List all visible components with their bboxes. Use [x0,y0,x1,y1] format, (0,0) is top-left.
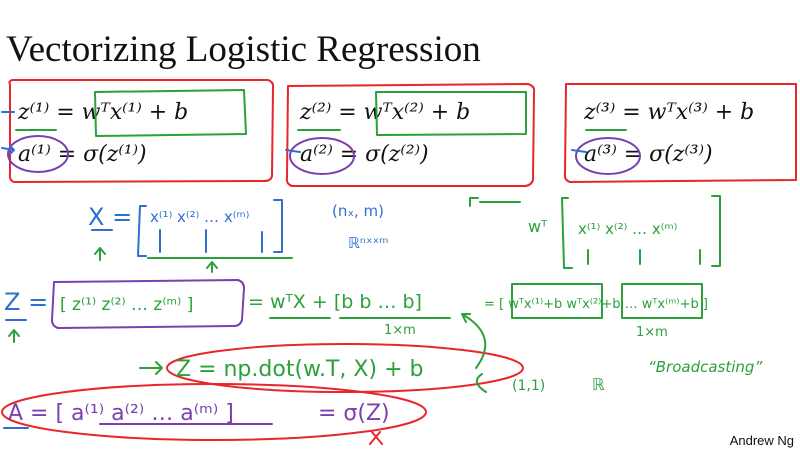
x-matrix-right-bracket [273,199,283,253]
purple-circle-a3 [575,137,641,175]
x-columns-label: x⁽¹⁾ x⁽²⁾ … x⁽ᵐ⁾ [150,208,249,226]
x-dim-label: (nₓ, m) [332,202,384,220]
red-box-1 [8,79,275,183]
equation-z3: z⁽³⁾ = wᵀx⁽³⁾ + b [584,100,755,125]
a-row-label: A = [ a⁽¹⁾ a⁽²⁾ … a⁽ᵐ⁾ ] [8,401,234,426]
z-def-label: Z = [4,288,48,316]
purple-circle-a2 [289,137,355,175]
author-credit: Andrew Ng [729,433,794,448]
z-eq-label: = wᵀX + [b b … b] [248,291,422,313]
z-row-label: [ z⁽¹⁾ z⁽²⁾ … z⁽ᵐ⁾ ] [60,295,193,315]
expand-dim-label: 1×m [636,325,668,340]
equation-z2: z⁽²⁾ = wᵀx⁽²⁾ + b [300,100,471,125]
b-space-label: ℝ [592,375,605,394]
red-box-3 [563,83,797,183]
b-dim-label: (1,1) [512,378,545,394]
z-row-purple-box [51,279,245,329]
z-dim-label: 1×m [384,323,416,338]
slide-title: Vectorizing Logistic Regression [6,29,481,70]
x-space-label: ℝⁿˣˣᵐ [348,234,389,252]
red-box-2 [285,83,536,187]
red-ellipse-a-row [1,383,427,441]
wt-columns-label: x⁽¹⁾ x⁽²⁾ … x⁽ᵐ⁾ [578,220,677,238]
broadcasting-label: “Broadcasting” [648,358,762,376]
green-box-2 [375,91,527,136]
wt-label: wᵀ [528,217,548,236]
z-expand-label: = [ wᵀx⁽¹⁾+b wᵀx⁽²⁾+b … wᵀx⁽ᵐ⁾+b ] [484,297,708,312]
equation-a3: a⁽³⁾ = σ(z⁽³⁾) [584,142,713,167]
x-def-label: X = [88,203,132,231]
np-dot-code: Z = np.dot(w.T, X) + b [176,357,423,382]
green-box-1 [94,89,247,137]
equation-a1: a⁽¹⁾ = σ(z⁽¹⁾) [18,142,147,167]
x-matrix-left-bracket [137,205,147,257]
equation-a2: a⁽²⁾ = σ(z⁽²⁾) [300,142,429,167]
red-ellipse-np-dot [166,343,524,393]
equation-z1: z⁽¹⁾ = wᵀx⁽¹⁾ + b [18,100,189,125]
purple-circle-a1 [7,135,69,173]
sigma-label: = σ(Z) [318,401,390,426]
